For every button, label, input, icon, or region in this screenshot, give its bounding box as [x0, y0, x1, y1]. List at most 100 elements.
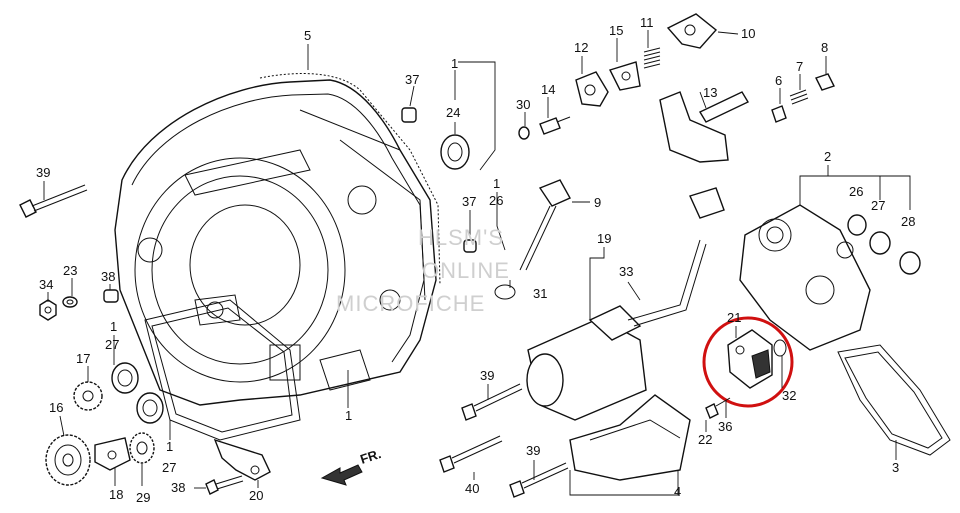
callout-31: 31 — [533, 286, 547, 301]
callout-34: 34 — [39, 277, 53, 292]
cam-10 — [666, 13, 718, 49]
dowel-37-top — [401, 107, 417, 123]
bolt-39-lower — [509, 462, 569, 498]
bearing-27-lower — [136, 392, 164, 424]
callout-5: 5 — [304, 28, 311, 43]
callout-37-mid: 37 — [462, 194, 476, 209]
bracket-20 — [213, 438, 271, 481]
callout-30: 30 — [516, 97, 530, 112]
callout-27-right: 27 — [871, 198, 885, 213]
sensor-21 — [727, 329, 773, 389]
motor-19 — [526, 187, 725, 421]
callout-17: 17 — [76, 351, 90, 366]
callout-21: 21 — [727, 310, 741, 325]
front-direction-arrow — [320, 464, 363, 486]
callout-18: 18 — [109, 487, 123, 502]
bearing-24 — [440, 134, 470, 170]
callout-4: 4 — [674, 484, 681, 499]
pin-14 — [539, 116, 571, 135]
callout-labels: 5 37 1 24 30 14 12 15 11 10 8 6 7 13 39 … — [36, 15, 915, 505]
callout-24: 24 — [446, 105, 460, 120]
callout-19: 19 — [597, 231, 611, 246]
callout-12: 12 — [574, 40, 588, 55]
bearing-27-left — [111, 362, 139, 394]
callout-11: 11 — [640, 15, 654, 30]
callout-39-lower: 39 — [526, 443, 540, 458]
callout-38-left: 38 — [101, 269, 115, 284]
watermark-line-2: ONLINE — [422, 258, 510, 283]
callout-1-lower: 1 — [166, 439, 173, 454]
dipstick-9 — [519, 179, 571, 271]
callout-8: 8 — [821, 40, 828, 55]
callout-23: 23 — [63, 263, 77, 278]
gear-16 — [45, 434, 91, 486]
bolt-40 — [439, 435, 503, 473]
callout-13: 13 — [703, 85, 717, 100]
highlight-circle — [702, 316, 794, 408]
spring-7 — [789, 89, 809, 105]
bolt-38-lower — [205, 475, 244, 495]
callout-16: 16 — [49, 400, 63, 415]
watermark: HLSM'S ONLINE MICROFICHE — [336, 225, 510, 316]
callout-22: 22 — [698, 432, 712, 447]
washer-23 — [62, 296, 78, 308]
bolt-6 — [771, 105, 787, 123]
callout-20: 20 — [249, 488, 263, 503]
callout-1-left: 1 — [110, 319, 117, 334]
callout-26-mid: 26 — [489, 193, 503, 208]
bolt-22 — [705, 397, 731, 419]
callout-32: 32 — [782, 388, 796, 403]
callout-27-left: 27 — [105, 337, 119, 352]
callout-39-left: 39 — [36, 165, 50, 180]
callout-7: 7 — [796, 59, 803, 74]
cover-gasket — [259, 73, 441, 286]
callout-28: 28 — [901, 214, 915, 229]
callout-10: 10 — [741, 26, 755, 41]
callout-37-top: 37 — [405, 72, 419, 87]
leader-lines — [43, 30, 911, 496]
bearing-27-right — [869, 231, 891, 255]
watermark-line-3: MICROFICHE — [336, 291, 485, 316]
dowel-37-mid — [463, 239, 477, 253]
o-ring-32 — [773, 339, 787, 357]
o-ring-31 — [494, 284, 516, 300]
gasket-3 — [837, 344, 951, 456]
front-direction-label: FR. — [358, 446, 383, 467]
bolt-39-left — [19, 184, 88, 218]
callout-1-top: 1 — [451, 56, 458, 71]
callout-33: 33 — [619, 264, 633, 279]
callout-9: 9 — [594, 195, 601, 210]
callout-15: 15 — [609, 23, 623, 38]
nut-34 — [39, 299, 57, 321]
plate-15 — [609, 61, 641, 91]
shift-arm-13 — [659, 91, 749, 163]
callout-38-lower: 38 — [171, 480, 185, 495]
housing-2 — [739, 204, 871, 351]
callout-1-bottom: 1 — [345, 408, 352, 423]
clip-30 — [518, 126, 530, 140]
dowel-38 — [103, 289, 119, 303]
callout-2: 2 — [824, 149, 831, 164]
callout-39-mid: 39 — [480, 368, 494, 383]
callout-6: 6 — [775, 73, 782, 88]
gear-17 — [73, 381, 103, 411]
guard-4 — [569, 394, 691, 481]
callout-36: 36 — [718, 419, 732, 434]
callout-29: 29 — [136, 490, 150, 505]
cap-8 — [815, 73, 835, 91]
callout-1-mid: 1 — [493, 176, 500, 191]
callout-26-right: 26 — [849, 184, 863, 199]
crankcase-cover — [114, 79, 437, 406]
bolt-39-mid — [461, 383, 523, 421]
plate-18 — [94, 437, 131, 471]
bearing-28 — [899, 251, 921, 275]
plate-12 — [575, 71, 609, 107]
callout-40: 40 — [465, 481, 479, 496]
gear-29 — [129, 432, 155, 464]
callout-14: 14 — [541, 82, 555, 97]
bearing-26-right — [847, 214, 867, 236]
callout-3: 3 — [892, 460, 899, 475]
callout-27-lower: 27 — [162, 460, 176, 475]
